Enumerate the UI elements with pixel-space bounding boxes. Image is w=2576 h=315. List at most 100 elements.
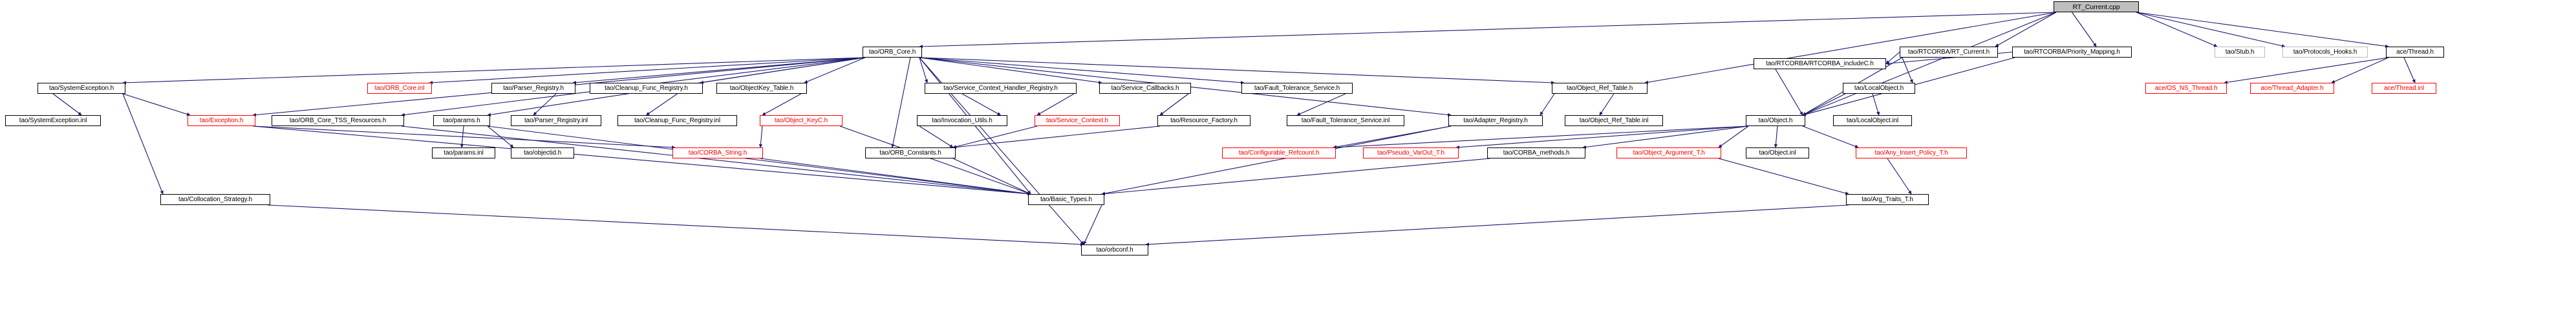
graph-edge-n0-n3 [2072, 12, 2097, 47]
graph-node-label: tao/Pseudo_VarOut_T.h [1377, 149, 1444, 157]
graph-node-n10[interactable]: tao/Cleanup_Func_Registry.h [590, 83, 703, 94]
graph-node-n31[interactable]: tao/Fault_Tolerance_Service.inl [1287, 115, 1404, 126]
graph-node-label: ace/Thread.inl [2384, 84, 2424, 92]
graph-node-n23[interactable]: tao/ORB_Core_TSS_Resources.h [272, 115, 404, 126]
graph-node-n34[interactable]: tao/Object.h [1746, 115, 1805, 126]
graph-node-label: tao/ORB_Constants.h [879, 149, 941, 157]
graph-node-n44[interactable]: tao/Object.inl [1746, 147, 1809, 158]
graph-node-label: tao/Object.inl [1759, 149, 1796, 157]
graph-node-n49[interactable]: tao/orbconf.h [1081, 244, 1148, 255]
graph-node-label: tao/Fault_Tolerance_Service.h [1254, 84, 1340, 92]
graph-node-n1[interactable]: tao/ORB_Core.h [863, 47, 922, 58]
graph-node-label: tao/Object_Ref_Table.h [1566, 84, 1633, 92]
graph-node-label: tao/LocalObject.h [1854, 84, 1904, 92]
graph-node-n8[interactable]: tao/ORB_Core.inl [367, 83, 432, 94]
graph-node-n30[interactable]: tao/Resource_Factory.h [1157, 115, 1250, 126]
graph-node-label: tao/Cleanup_Func_Registry.h [605, 84, 688, 92]
graph-node-n14[interactable]: tao/Fault_Tolerance_Service.h [1241, 83, 1353, 94]
graph-node-n48[interactable]: tao/Arg_Traits_T.h [1846, 194, 1929, 205]
graph-edge-n34-n42 [1582, 125, 1749, 149]
graph-node-label: tao/Service_Context_Handler_Registry.h [943, 84, 1058, 92]
graph-edge-n12-n29 [1036, 93, 1075, 116]
graph-node-n42[interactable]: tao/CORBA_methods.h [1487, 147, 1585, 158]
graph-node-n41[interactable]: tao/Pseudo_VarOut_T.h [1363, 147, 1459, 158]
graph-edge-n34-n43 [1718, 125, 1749, 148]
graph-edge-n2-n16 [1902, 57, 1913, 83]
graph-node-n13[interactable]: tao/Service_Callbacks.h [1099, 83, 1191, 94]
graph-node-n36[interactable]: tao/params.inl [432, 147, 495, 158]
graph-node-n40[interactable]: tao/Configurable_Refcount.h [1222, 147, 1336, 158]
graph-node-n20[interactable]: ace/Thread.inl [2372, 83, 2436, 94]
graph-edge-n6-n19 [2331, 57, 2389, 83]
graph-node-label: tao/Stub.h [2225, 48, 2255, 56]
graph-node-n25[interactable]: tao/Parser_Registry.inl [511, 115, 601, 126]
graph-node-label: tao/ORB_Core.h [868, 48, 916, 56]
graph-edge-n0-n15 [1644, 12, 2057, 84]
graph-node-n33[interactable]: tao/Object_Ref_Table.inl [1565, 115, 1663, 126]
graph-node-n35[interactable]: tao/LocalObject.inl [1833, 115, 1912, 126]
graph-node-label: tao/Cleanup_Func_Registry.inl [634, 116, 721, 124]
graph-edge-n0-n34 [1802, 12, 2057, 116]
graph-edge-n0-n5 [2136, 12, 2286, 48]
graph-node-label: tao/params.h [443, 116, 480, 124]
graph-node-n6[interactable]: ace/Thread.h [2386, 47, 2444, 58]
graph-node-label: tao/Object_Argument_T.h [1633, 149, 1705, 157]
graph-node-n0[interactable]: RT_Current.cpp [2054, 1, 2139, 12]
graph-node-label: tao/Service_Context.h [1046, 116, 1109, 124]
graph-node-n15[interactable]: tao/Object_Ref_Table.h [1552, 83, 1648, 94]
graph-node-n29[interactable]: tao/Service_Context.h [1035, 115, 1120, 126]
graph-edge-n34-n40 [1333, 125, 1749, 149]
graph-node-label: ace/OS_NS_Thread.h [2154, 84, 2218, 92]
graph-node-n24[interactable]: tao/params.h [433, 115, 490, 126]
graph-node-n46[interactable]: tao/Collocation_Strategy.h [160, 194, 270, 205]
graph-node-n9[interactable]: tao/Parser_Registry.h [491, 83, 575, 94]
graph-node-label: tao/RTCORBA/RT_Current.h [1907, 48, 1990, 56]
graph-node-n5[interactable]: tao/Protocols_Hooks.h [2282, 47, 2368, 58]
graph-node-n27[interactable]: tao/Object_KeyC.h [760, 115, 843, 126]
graph-node-label: tao/Collocation_Strategy.h [178, 195, 252, 203]
graph-edge-n47-n49 [1083, 204, 1102, 245]
graph-edge-n45-n48 [1887, 158, 1912, 195]
graph-node-n3[interactable]: tao/RTCORBA/Priority_Mapping.h [2012, 47, 2132, 58]
graph-node-n26[interactable]: tao/Cleanup_Func_Registry.inl [617, 115, 737, 126]
graph-edge-n22-n47 [252, 125, 1031, 196]
graph-node-label: tao/Invocation_Utils.h [932, 116, 993, 124]
graph-node-n43[interactable]: tao/Object_Argument_T.h [1616, 147, 1721, 158]
graph-node-n37[interactable]: tao/objectid.h [511, 147, 574, 158]
graph-edge-n0-n6 [2136, 12, 2389, 49]
graph-node-n38[interactable]: tao/CORBA_String.h [672, 147, 763, 158]
graph-edge-n24-n37 [487, 125, 514, 148]
graph-node-n12[interactable]: tao/Service_Context_Handler_Registry.h [925, 83, 1077, 94]
graph-node-label: tao/Parser_Registry.h [503, 84, 564, 92]
graph-node-label: RT_Current.cpp [2072, 3, 2120, 11]
graph-node-label: tao/Protocols_Hooks.h [2293, 48, 2357, 56]
graph-edge-n22-n38 [252, 125, 676, 149]
graph-edge-n0-n4 [2136, 12, 2218, 47]
graph-node-n18[interactable]: ace/OS_NS_Thread.h [2145, 83, 2227, 94]
graph-node-n4[interactable]: tao/Stub.h [2215, 47, 2265, 58]
graph-node-n11[interactable]: tao/ObjectKey_Table.h [716, 83, 807, 94]
graph-edge-n43-n48 [1718, 158, 1849, 195]
graph-edge-n34-n44 [1774, 125, 1778, 148]
graph-node-n2[interactable]: tao/RTCORBA/RT_Current.h [1900, 47, 1998, 58]
graph-node-n21[interactable]: tao/SystemException.inl [5, 115, 101, 126]
graph-node-n22[interactable]: tao/Exception.h [188, 115, 255, 126]
graph-node-label: tao/ObjectKey_Table.h [729, 84, 794, 92]
graph-node-n39[interactable]: tao/ORB_Constants.h [865, 147, 956, 158]
graph-node-n28[interactable]: tao/Invocation_Utils.h [917, 115, 1007, 126]
graph-edge-n6-n20 [2403, 57, 2416, 83]
graph-edge-n1-n15 [919, 57, 1555, 85]
graph-node-n32[interactable]: tao/Adapter_Registry.h [1448, 115, 1543, 126]
graph-node-n47[interactable]: tao/Basic_Types.h [1028, 194, 1104, 205]
graph-node-n45[interactable]: tao/Any_Insert_Policy_T.h [1856, 147, 1967, 158]
graph-edge-n1-n12 [919, 57, 928, 83]
graph-node-n19[interactable]: ace/Thread_Adapter.h [2250, 83, 2334, 94]
graph-node-label: tao/SystemException.inl [19, 116, 87, 124]
graph-edge-n39-n47 [952, 158, 1031, 195]
graph-node-label: tao/Arg_Traits_T.h [1862, 195, 1913, 203]
graph-node-n17[interactable]: tao/RTCORBA/RTCORBA_includeC.h [1754, 58, 1886, 69]
graph-edge-n9-n25 [533, 93, 557, 116]
graph-node-n16[interactable]: tao/LocalObject.h [1843, 83, 1915, 94]
graph-node-n7[interactable]: tao/SystemException.h [38, 83, 125, 94]
